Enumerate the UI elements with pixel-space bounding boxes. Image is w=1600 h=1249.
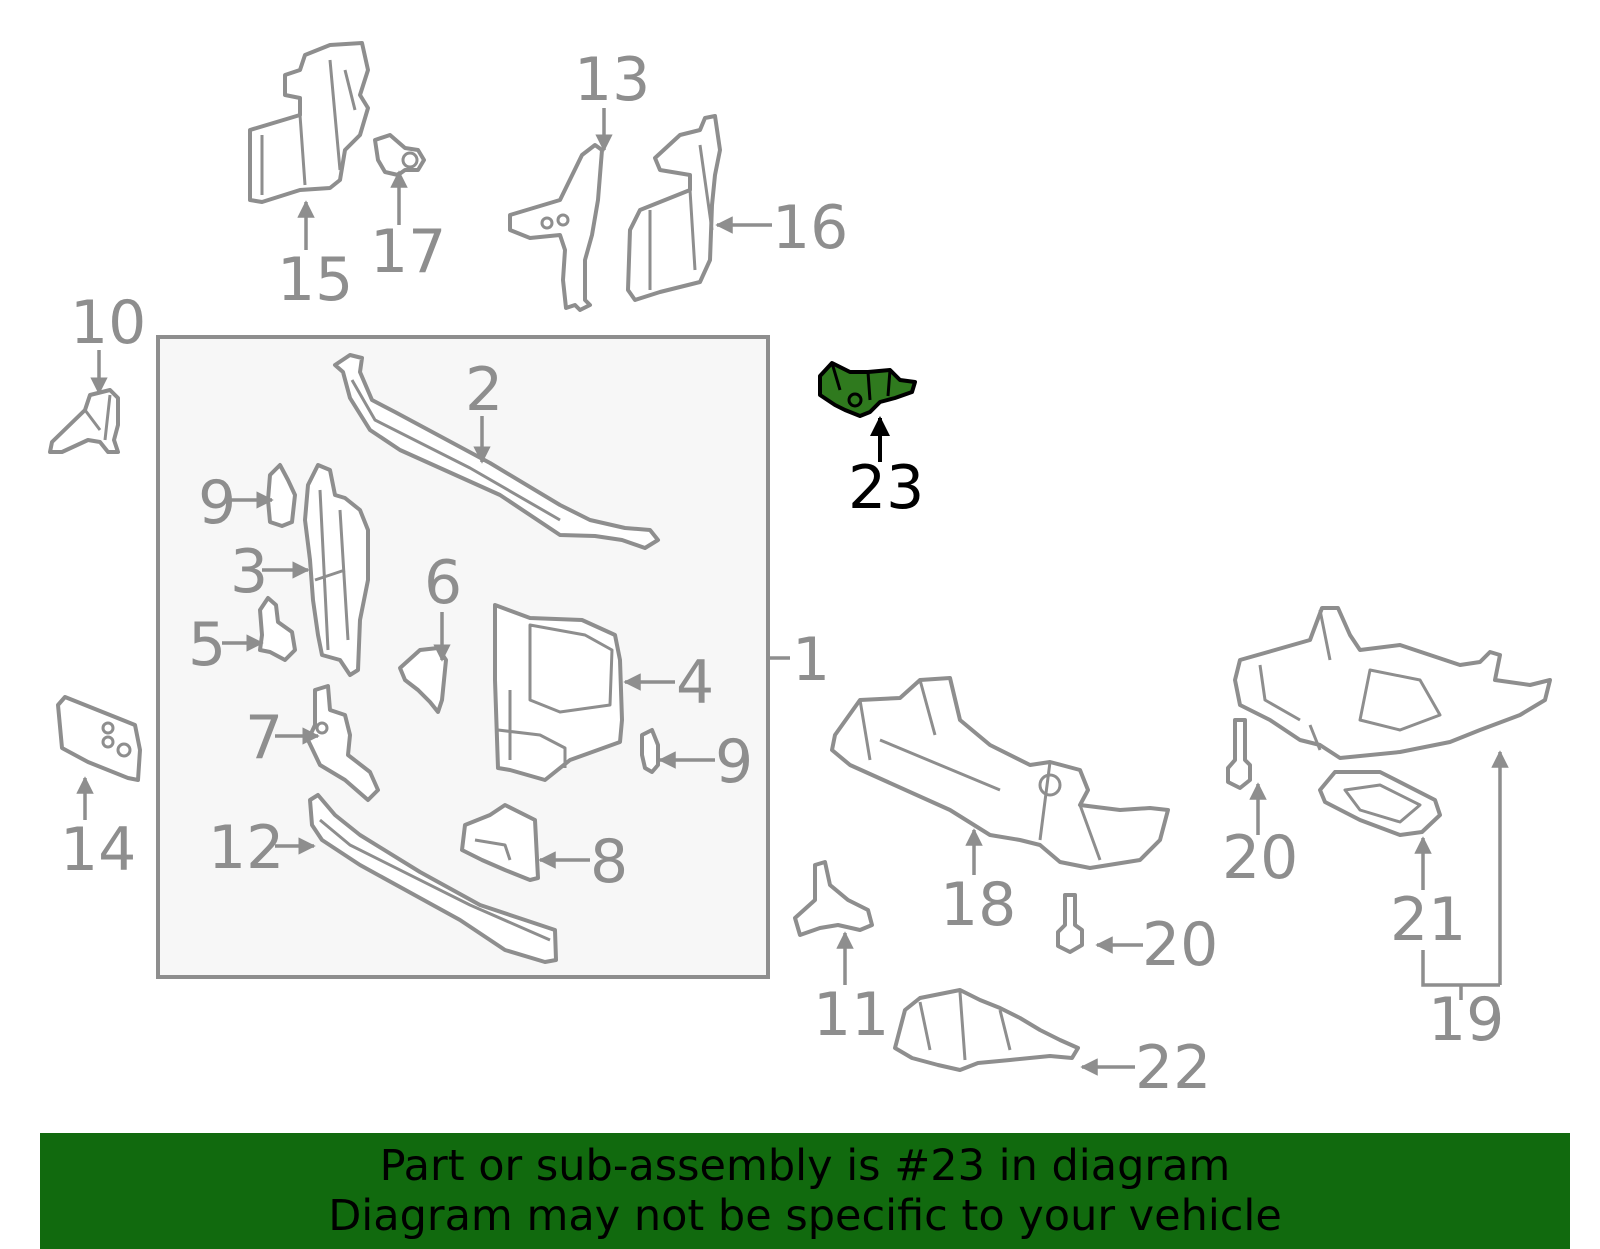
callout-21: 21: [1390, 885, 1466, 955]
callout-6: 6: [424, 548, 462, 618]
part-18-shape[interactable]: [830, 676, 1170, 870]
banner-line-2: Diagram may not be specific to your vehi…: [328, 1191, 1282, 1241]
callout-1: 1: [792, 625, 830, 695]
part-8-shape[interactable]: [460, 803, 540, 882]
part-21-shape[interactable]: [1318, 770, 1442, 837]
part-22-shape[interactable]: [893, 988, 1080, 1072]
part-14-shape[interactable]: [56, 695, 142, 782]
callout-14: 14: [60, 815, 136, 885]
part-6-shape[interactable]: [398, 646, 448, 714]
callout-4: 4: [676, 648, 714, 718]
leader-lines: [76, 108, 1509, 1076]
banner-line-1: Part or sub-assembly is #23 in diagram: [379, 1141, 1231, 1191]
part-23-highlighted-shape[interactable]: [818, 361, 917, 418]
callout-20-upper: 20: [1222, 823, 1298, 893]
part-4-shape[interactable]: [493, 603, 624, 782]
part-15-shape[interactable]: [248, 41, 370, 204]
part-13-shape[interactable]: [508, 143, 604, 312]
info-banner: Part or sub-assembly is #23 in diagram D…: [40, 1133, 1570, 1249]
part-3-shape[interactable]: [303, 463, 370, 677]
callout-8: 8: [590, 827, 628, 897]
callout-16: 16: [772, 193, 848, 263]
part-11-shape[interactable]: [793, 860, 874, 937]
callout-22: 22: [1135, 1033, 1211, 1103]
callout-5: 5: [188, 610, 226, 680]
callout-9-upper: 9: [198, 468, 236, 538]
part-17-shape[interactable]: [373, 133, 426, 177]
callout-12: 12: [208, 813, 284, 883]
callout-23-highlighted: 23: [848, 453, 924, 523]
assembly-1-box: [156, 335, 770, 979]
part-19-shape[interactable]: [1233, 606, 1552, 760]
part-12-shape[interactable]: [308, 793, 558, 964]
part-16-shape[interactable]: [626, 114, 722, 302]
callout-18: 18: [940, 870, 1016, 940]
part-20-upper-shape[interactable]: [1226, 718, 1252, 790]
part-20-lower-shape[interactable]: [1056, 893, 1084, 954]
callout-3: 3: [230, 537, 268, 607]
callout-19: 19: [1428, 985, 1504, 1055]
part-10-shape[interactable]: [48, 388, 120, 454]
callout-13: 13: [574, 45, 650, 115]
callout-7: 7: [245, 703, 283, 773]
callout-17: 17: [370, 217, 446, 287]
callout-9-lower: 9: [715, 727, 753, 797]
callout-10: 10: [70, 288, 146, 358]
callout-11: 11: [813, 980, 889, 1050]
callout-2: 2: [465, 355, 503, 425]
part-9-lower-shape[interactable]: [640, 728, 660, 774]
part-2-shape[interactable]: [333, 353, 660, 550]
callout-20-lower: 20: [1142, 910, 1218, 980]
callout-15: 15: [277, 245, 353, 315]
